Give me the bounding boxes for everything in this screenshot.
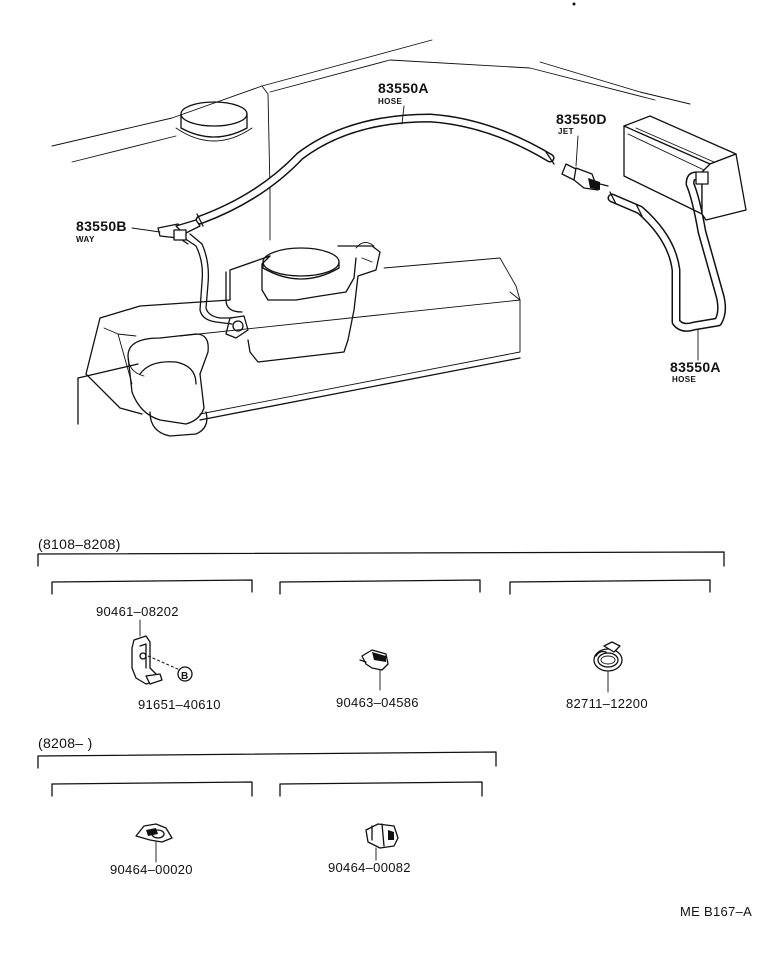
jet-sub: JET xyxy=(558,127,574,136)
part-82711-label: 82711–12200 xyxy=(566,696,648,711)
label-hose-top: 83550A HOSE xyxy=(378,80,429,125)
part-90463-label: 90463–04586 xyxy=(336,695,419,710)
part-90461-label: 90461–08202 xyxy=(96,604,179,619)
range-2-group: (8208– ) xyxy=(37,735,497,797)
way-sub: WAY xyxy=(76,235,95,244)
part-90464-00082-label: 90464–00082 xyxy=(328,860,411,875)
range-1-group: (8108–8208) xyxy=(37,536,725,595)
label-way: 83550B WAY xyxy=(76,218,161,244)
part-clamp-82711: 82711–12200 xyxy=(566,641,648,711)
hose-right-sub: HOSE xyxy=(672,375,697,384)
part-90464-00020-label: 90464–00020 xyxy=(110,862,193,877)
jet-fitting xyxy=(561,163,609,191)
hose-top-sub: HOSE xyxy=(378,97,403,106)
engine-background xyxy=(51,39,691,437)
part-91651-label: 91651–40610 xyxy=(138,697,221,712)
part-clip-90464-00082: 90464–00082 xyxy=(328,823,411,875)
part-clip-90463: 90463–04586 xyxy=(336,649,419,710)
part-clip-90464-00020: 90464–00020 xyxy=(110,823,193,877)
callout-b: B xyxy=(181,671,188,682)
canister-box xyxy=(623,115,747,221)
range-1-label: (8108–8208) xyxy=(38,536,121,552)
hose-top-part: 83550A xyxy=(378,80,429,96)
diagram-code: ME B167–A xyxy=(680,904,752,919)
hose-routing xyxy=(183,113,727,332)
part-bracket-90461: 90461–08202 B 91651–40610 xyxy=(96,604,221,712)
label-hose-right: 83550A HOSE xyxy=(670,329,721,384)
jet-part: 83550D xyxy=(556,111,607,127)
label-jet: 83550D JET xyxy=(556,111,607,167)
hose-right-part: 83550A xyxy=(670,359,721,375)
way-part: 83550B xyxy=(76,218,127,234)
way-fitting xyxy=(157,219,201,245)
range-2-label: (8208– ) xyxy=(38,735,93,751)
